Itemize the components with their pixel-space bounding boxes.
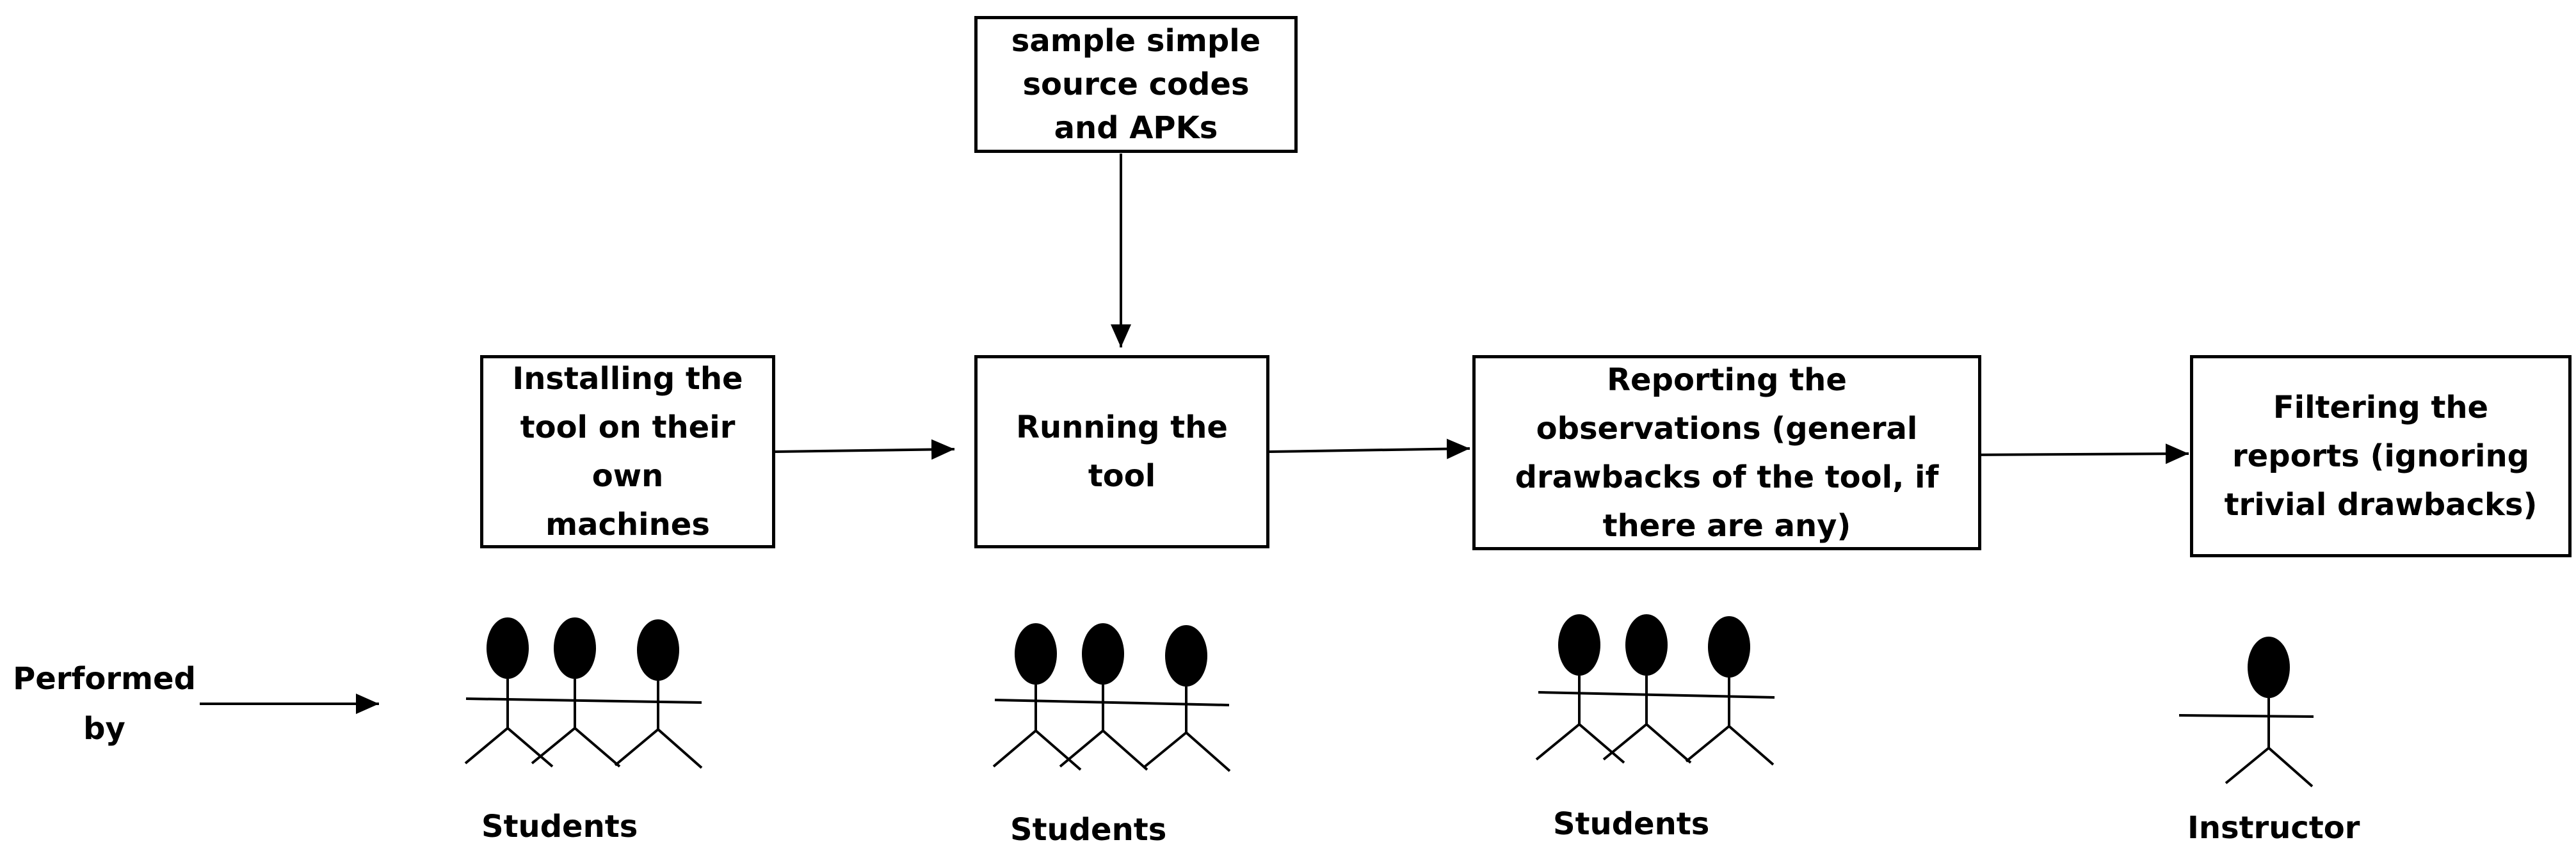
arrow-run-to-report — [1269, 438, 1470, 459]
box-sample-source-codes: sample simple source codes and APKs — [974, 16, 1298, 153]
box-filtering-reports: Filtering the reports (ignoring trivial … — [2190, 355, 2572, 557]
stick-figure-group-1 — [464, 617, 703, 769]
arrow-install-to-run — [775, 439, 955, 460]
box-reporting-observations-text: Reporting the observations (general draw… — [1515, 361, 1939, 544]
stick-figure-instructor — [2178, 637, 2314, 788]
box-installing-tool-text: Installing the tool on their own machine… — [512, 361, 743, 543]
performed-by-label: Performed by — [13, 661, 196, 747]
role-label-students-3: Students — [1553, 806, 1710, 842]
role-label-instructor: Instructor — [2187, 810, 2360, 846]
arrow-report-to-filter — [1965, 443, 2189, 465]
stick-figure-group-2 — [992, 623, 1231, 772]
box-running-tool-text: Running the tool — [1016, 409, 1228, 494]
role-label-students-1: Students — [481, 809, 638, 845]
box-reporting-observations: Reporting the observations (general draw… — [1472, 355, 1981, 550]
box-running-tool: Running the tool — [974, 355, 1269, 548]
role-label-students-2: Students — [1010, 812, 1167, 848]
box-installing-tool: Installing the tool on their own machine… — [480, 355, 775, 548]
box-sample-source-codes-text: sample simple source codes and APKs — [1011, 23, 1261, 146]
stick-figure-group-3 — [1535, 614, 1775, 766]
box-filtering-reports-text: Filtering the reports (ignoring trivial … — [2224, 390, 2538, 523]
